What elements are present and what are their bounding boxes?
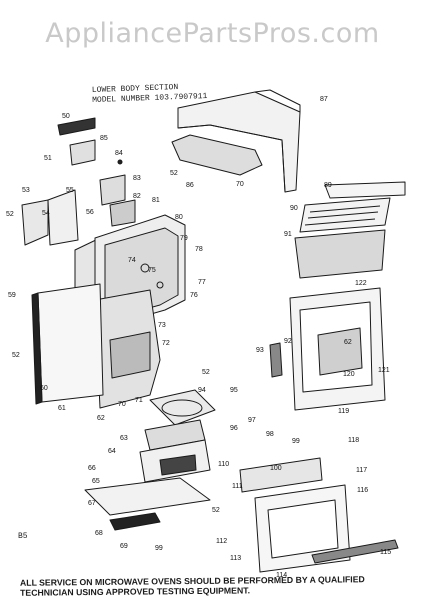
callout: 74 bbox=[128, 257, 136, 264]
callout: 64 bbox=[108, 448, 116, 455]
callout: 110 bbox=[218, 461, 229, 468]
callout: 89 bbox=[324, 182, 332, 189]
callout: 62 bbox=[344, 339, 352, 346]
callout: 86 bbox=[186, 182, 194, 189]
callout: 68 bbox=[95, 530, 103, 537]
callout: 114 bbox=[276, 572, 287, 579]
callout: 70 bbox=[236, 181, 244, 188]
callout: 111 bbox=[232, 483, 243, 490]
callout: 97 bbox=[248, 417, 256, 424]
callout: 115 bbox=[380, 549, 391, 556]
callout-labels: 50 85 51 84 83 82 53 55 54 56 52 81 80 7… bbox=[6, 96, 391, 579]
callout: 51 bbox=[44, 155, 52, 162]
callout: 121 bbox=[378, 367, 390, 374]
callout: 67 bbox=[88, 500, 96, 507]
stirrer-assembly bbox=[139, 389, 216, 483]
callout: 94 bbox=[198, 387, 206, 394]
callout: 59 bbox=[8, 292, 16, 299]
bracket-assembly bbox=[21, 117, 136, 246]
callout: 116 bbox=[357, 487, 368, 494]
callout: 56 bbox=[86, 209, 94, 216]
callout: 55 bbox=[66, 187, 74, 194]
callout: 92 bbox=[284, 338, 292, 345]
callout: 100 bbox=[270, 465, 282, 472]
top-cover bbox=[171, 89, 301, 193]
page-code: B5 bbox=[18, 532, 28, 541]
callout: 112 bbox=[216, 538, 227, 545]
callout: 60 bbox=[40, 385, 48, 392]
callout: 50 bbox=[62, 113, 70, 120]
callout: 118 bbox=[348, 437, 359, 444]
callout: 65 bbox=[92, 478, 100, 485]
callout: 52 bbox=[202, 369, 210, 376]
callout: 73 bbox=[158, 322, 166, 329]
callout: 99 bbox=[155, 545, 163, 552]
callout: 53 bbox=[22, 187, 30, 194]
callout: 52 bbox=[6, 211, 14, 218]
callout: 77 bbox=[198, 279, 206, 286]
callout: 80 bbox=[175, 214, 183, 221]
callout: 72 bbox=[162, 340, 170, 347]
service-notice: ALL SERVICE ON MICROWAVE OVENS SHOULD BE… bbox=[20, 574, 365, 598]
callout: 119 bbox=[338, 408, 349, 415]
callout: 117 bbox=[356, 467, 367, 474]
callout: 84 bbox=[115, 150, 123, 157]
callout: 91 bbox=[284, 231, 292, 238]
callout: 120 bbox=[343, 371, 355, 378]
callout: 70 bbox=[118, 401, 126, 408]
lower-cavity bbox=[94, 289, 161, 409]
callout: 82 bbox=[133, 193, 141, 200]
callout: 62 bbox=[97, 415, 105, 422]
callout: 113 bbox=[230, 555, 241, 562]
door-frame bbox=[269, 287, 386, 411]
callout: 79 bbox=[180, 235, 188, 242]
callout: 90 bbox=[290, 205, 298, 212]
callout: 93 bbox=[256, 347, 264, 354]
callout: 122 bbox=[355, 280, 367, 287]
watermark: AppliancePartsPros.com bbox=[45, 18, 380, 49]
callout: 69 bbox=[120, 543, 128, 550]
callout: 83 bbox=[133, 175, 141, 182]
lower-door-assembly bbox=[239, 457, 399, 573]
base-tray bbox=[84, 477, 211, 531]
callout: 61 bbox=[58, 405, 66, 412]
callout: 81 bbox=[152, 197, 160, 204]
callout: 75 bbox=[148, 267, 156, 274]
callout: 63 bbox=[120, 435, 128, 442]
callout: 98 bbox=[266, 431, 274, 438]
callout: 54 bbox=[42, 210, 50, 217]
callout: 52 bbox=[212, 507, 220, 514]
callout: 85 bbox=[100, 135, 108, 142]
callout: 78 bbox=[195, 246, 203, 253]
callout: 96 bbox=[230, 425, 238, 432]
callout: 99 bbox=[292, 438, 300, 445]
callout: 95 bbox=[230, 387, 238, 394]
outer-side-panel bbox=[31, 283, 104, 405]
callout: 87 bbox=[320, 96, 328, 103]
callout: 52 bbox=[170, 170, 178, 177]
callout: 52 bbox=[12, 352, 20, 359]
callout: 66 bbox=[88, 465, 96, 472]
callout: 76 bbox=[190, 292, 198, 299]
oven-rack bbox=[294, 181, 406, 279]
callout: 71 bbox=[135, 397, 143, 404]
